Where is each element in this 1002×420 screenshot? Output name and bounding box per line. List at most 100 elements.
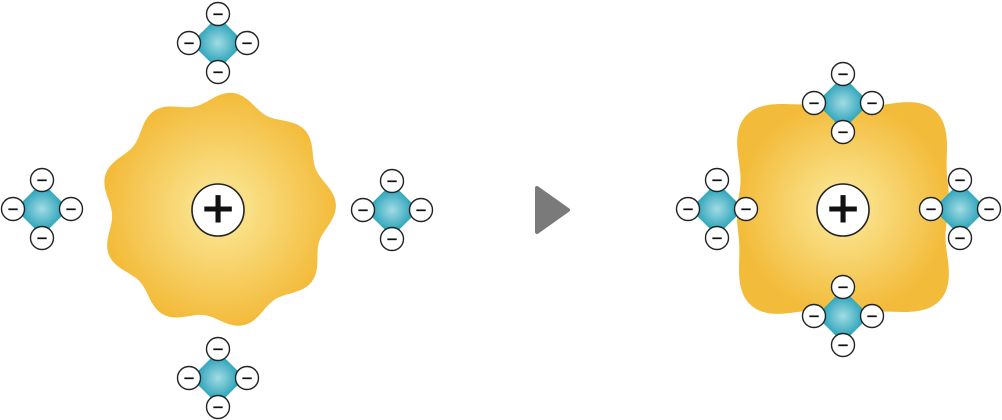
negative-charge: − bbox=[205, 394, 231, 420]
negative-charge-circle bbox=[830, 274, 856, 300]
negative-charge-icon: − bbox=[241, 34, 254, 52]
negative-charge-icon: − bbox=[212, 63, 225, 81]
negative-charge: − bbox=[830, 332, 856, 358]
molecule-body bbox=[19, 186, 65, 232]
negative-charge-circle bbox=[733, 196, 759, 222]
negative-charge-icon: − bbox=[711, 229, 724, 247]
negative-charge-circle bbox=[976, 196, 1002, 222]
molecule-body bbox=[195, 20, 241, 66]
negative-charge: − bbox=[918, 196, 944, 222]
negative-charge-circle bbox=[947, 167, 973, 193]
water-molecules-group: −−−−−−−−−−−−−−−− bbox=[0, 1, 434, 420]
negative-charge-circle bbox=[0, 196, 26, 222]
negative-charge-icon: − bbox=[808, 94, 821, 112]
molecule-body bbox=[937, 186, 983, 232]
negative-charge-circle bbox=[234, 30, 260, 56]
negative-charge: − bbox=[176, 365, 202, 391]
negative-charge-circle bbox=[704, 225, 730, 251]
panel-before: + −−−−−−−−−−−−−−−− bbox=[0, 1, 434, 420]
negative-charge-icon: − bbox=[866, 94, 879, 112]
negative-charge-circle bbox=[859, 90, 885, 116]
negative-charge-circle bbox=[675, 196, 701, 222]
negative-charge-circle bbox=[205, 1, 231, 27]
negative-charge-circle bbox=[205, 336, 231, 362]
negative-charge-circle bbox=[176, 30, 202, 56]
negative-charge-circle bbox=[830, 119, 856, 145]
negative-charge: − bbox=[947, 167, 973, 193]
negative-charge: − bbox=[830, 119, 856, 145]
negative-charge-circle bbox=[830, 61, 856, 87]
negative-charge-circle bbox=[350, 197, 376, 223]
negative-charge: − bbox=[859, 303, 885, 329]
water-molecule-right: −−−− bbox=[350, 168, 434, 252]
negative-charge-circle bbox=[205, 59, 231, 85]
positive-charge-circle bbox=[191, 183, 245, 237]
negative-charge-icon: − bbox=[183, 369, 196, 387]
negative-charge: − bbox=[29, 225, 55, 251]
positive-charge-circle bbox=[816, 183, 870, 237]
negative-charge-icon: − bbox=[386, 172, 399, 190]
negative-charge: − bbox=[704, 167, 730, 193]
negative-charge-icon: − bbox=[983, 200, 996, 218]
negative-charge-circle bbox=[408, 197, 434, 223]
negative-charge-circle bbox=[379, 226, 405, 252]
molecule-body bbox=[820, 293, 866, 339]
negative-charge-circle bbox=[176, 365, 202, 391]
negative-charge: − bbox=[675, 196, 701, 222]
play-arrow-icon bbox=[535, 186, 570, 234]
negative-charge: − bbox=[350, 197, 376, 223]
negative-charge-icon: − bbox=[837, 336, 850, 354]
negative-charge-icon: − bbox=[36, 229, 49, 247]
negative-charge: − bbox=[234, 30, 260, 56]
negative-charge-circle bbox=[234, 365, 260, 391]
negative-charge-circle bbox=[859, 303, 885, 329]
negative-charge-circle bbox=[704, 167, 730, 193]
negative-charge-circle bbox=[379, 168, 405, 194]
negative-charge-icon: − bbox=[212, 398, 225, 416]
negative-charge-circle bbox=[29, 225, 55, 251]
positive-charge-icon: + bbox=[200, 183, 237, 234]
negative-charge: − bbox=[976, 196, 1002, 222]
molecule-body bbox=[369, 187, 415, 233]
molecule-body bbox=[195, 355, 241, 401]
negative-charge-icon: − bbox=[183, 34, 196, 52]
negative-charge-icon: − bbox=[837, 278, 850, 296]
negative-charge: − bbox=[830, 274, 856, 300]
negative-charge-circle bbox=[205, 394, 231, 420]
water-molecule-top: −−−− bbox=[801, 61, 885, 145]
water-molecule-bottom: −−−− bbox=[801, 274, 885, 358]
nucleus-charge: + bbox=[191, 183, 245, 237]
negative-charge: − bbox=[29, 167, 55, 193]
molecule-body bbox=[694, 186, 740, 232]
negative-charge: − bbox=[733, 196, 759, 222]
negative-charge-circle bbox=[918, 196, 944, 222]
nucleus-charge: + bbox=[816, 183, 870, 237]
negative-charge: − bbox=[408, 197, 434, 223]
negative-charge-icon: − bbox=[837, 65, 850, 83]
negative-charge-icon: − bbox=[925, 200, 938, 218]
negative-charge-circle bbox=[29, 167, 55, 193]
negative-charge: − bbox=[58, 196, 84, 222]
panel-after: + −−−−−−−−−−−−−−−− bbox=[675, 61, 1002, 358]
negative-charge-icon: − bbox=[65, 200, 78, 218]
negative-charge-icon: − bbox=[954, 171, 967, 189]
molecule-body bbox=[820, 80, 866, 126]
negative-charge-circle bbox=[801, 90, 827, 116]
negative-charge-icon: − bbox=[954, 229, 967, 247]
negative-charge: − bbox=[205, 336, 231, 362]
negative-charge-icon: − bbox=[711, 171, 724, 189]
negative-charge-icon: − bbox=[212, 340, 225, 358]
negative-charge-icon: − bbox=[386, 230, 399, 248]
negative-charge: − bbox=[830, 61, 856, 87]
negative-charge-icon: − bbox=[415, 201, 428, 219]
negative-charge: − bbox=[859, 90, 885, 116]
negative-charge: − bbox=[704, 225, 730, 251]
water-molecule-left: −−−− bbox=[675, 167, 759, 251]
negative-charge-circle bbox=[830, 332, 856, 358]
negative-charge: − bbox=[801, 303, 827, 329]
positive-charge-icon: + bbox=[825, 183, 862, 234]
negative-charge-icon: − bbox=[241, 369, 254, 387]
negative-charge-icon: − bbox=[36, 171, 49, 189]
